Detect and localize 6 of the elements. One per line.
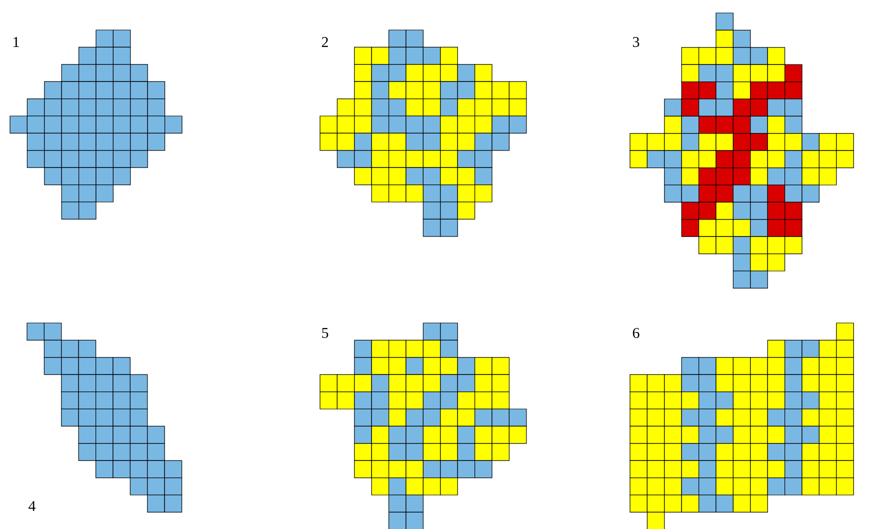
panel-number: 1 (14, 37, 19, 47)
panel-number: 3 (632, 36, 640, 48)
panel-number: 2 (322, 37, 328, 47)
panel-number: 5 (322, 328, 328, 338)
panel-number: 4 (28, 501, 36, 511)
panel-number: 6 (632, 328, 640, 338)
